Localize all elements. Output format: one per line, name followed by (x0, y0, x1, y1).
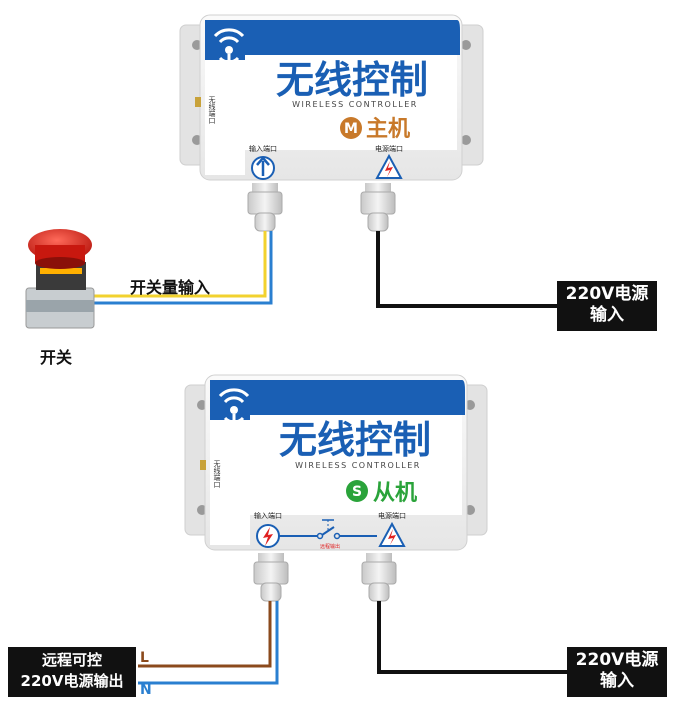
remote-output-line1: 远程可控 (41, 651, 102, 669)
master-role: 主机 (366, 117, 410, 142)
switch-input-wires (92, 231, 273, 305)
slave-subtitle: WIRELESS CONTROLLER (295, 461, 421, 470)
output-lightning-icon (256, 524, 280, 548)
wireless-signal-icon (213, 28, 245, 90)
slave-side-label: 无线端口 (213, 460, 221, 488)
slave-power-wire (377, 601, 570, 674)
remote-output-wires (138, 601, 279, 685)
slave-badge-icon (346, 480, 368, 502)
master-input-port-label: 输入端口 (249, 144, 277, 153)
slave-power-gland (361, 553, 397, 602)
power-input-top-line2: 输入 (590, 305, 624, 325)
high-voltage-warning-icon (375, 153, 403, 179)
master-title: 无线控制 (276, 58, 428, 102)
slave-relay-note: 远程输出 (320, 543, 340, 550)
wire-L-label: L (140, 650, 149, 666)
emergency-stop-switch-icon (25, 229, 95, 329)
master-badge-icon (340, 117, 362, 139)
master-unit: 无线控制 WIRELESS CONTROLLER M 主机 无线端口 输入端口 … (179, 14, 484, 181)
slave-unit: 无线控制 WIRELESS CONTROLLER S 从机 无线端口 输入端口 … (184, 374, 488, 551)
slave-input-port-label: 输入端口 (254, 511, 282, 520)
high-voltage-warning-icon (378, 521, 406, 547)
remote-output-line2: 220V电源输出 (20, 672, 124, 690)
master-side-label: 无线端口 (208, 96, 216, 124)
slave-title: 无线控制 (279, 418, 431, 462)
master-subtitle: WIRELESS CONTROLLER (292, 100, 418, 109)
power-input-top-line1: 220V电源 (565, 284, 649, 304)
power-input-bottom-line1: 220V电源 (575, 650, 659, 670)
master-power-port-label: 电源端口 (375, 144, 403, 153)
input-arrow-icon (251, 156, 275, 180)
slave-output-gland (253, 553, 289, 602)
power-input-bottom-line2: 输入 (600, 671, 634, 691)
power-input-bottom-label: 220V电源 输入 (567, 647, 667, 697)
master-badge-letter: M (344, 121, 358, 137)
master-power-gland (360, 183, 396, 232)
slave-power-port-label: 电源端口 (378, 511, 406, 520)
master-power-wire (376, 231, 560, 308)
slave-badge-letter: S (352, 484, 362, 500)
switch-input-label: 开关量输入 (130, 278, 211, 297)
master-input-gland (247, 183, 283, 232)
switch-label: 开关 (40, 348, 73, 367)
slave-role: 从机 (373, 481, 417, 506)
relay-switch-icon (279, 519, 377, 540)
power-input-top-label: 220V电源 输入 (557, 281, 657, 331)
remote-output-label: 远程可控 220V电源输出 (8, 647, 136, 697)
wire-N-label: N (140, 682, 152, 698)
wireless-signal-icon (218, 388, 250, 450)
